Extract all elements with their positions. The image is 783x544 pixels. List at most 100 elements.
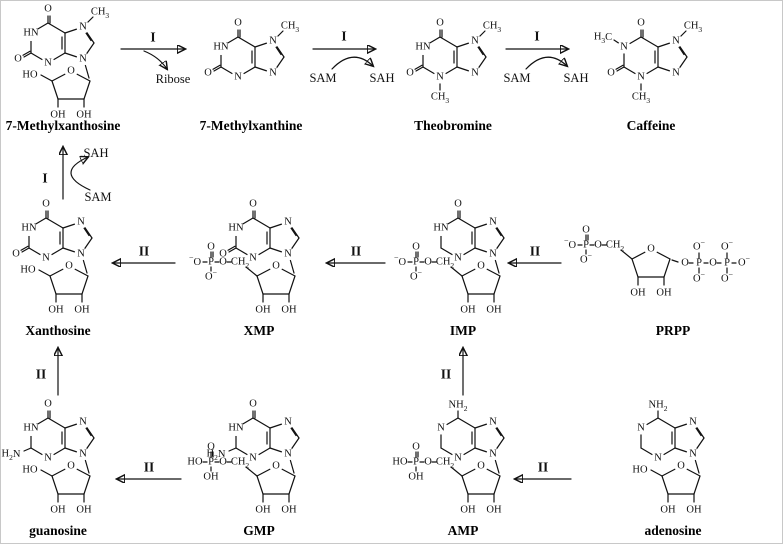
enzyme-label: II bbox=[351, 244, 362, 259]
enzyme-label: I bbox=[42, 171, 47, 186]
atom-bg bbox=[634, 70, 648, 84]
bond bbox=[83, 475, 91, 495]
atom-label-nh: HN bbox=[23, 423, 39, 434]
bond bbox=[493, 475, 501, 495]
atom-label-methyl: CH3 bbox=[91, 7, 110, 20]
atom-label-hydroxyl: OH bbox=[660, 505, 676, 516]
atom-bg bbox=[468, 34, 482, 48]
bond bbox=[245, 266, 258, 277]
bond bbox=[82, 258, 88, 274]
atom-label-nitrogen: N bbox=[284, 217, 292, 228]
atom-label-ring_o: O bbox=[647, 244, 655, 255]
atom-label-nh: HN bbox=[228, 223, 244, 234]
byproduct-label: Ribose bbox=[156, 72, 191, 86]
atom-bg bbox=[76, 20, 90, 34]
cofactor-sah-label: SAH bbox=[563, 71, 588, 85]
atom-bg bbox=[451, 451, 465, 465]
atom-label-nitrogen: N bbox=[77, 249, 85, 260]
bond bbox=[47, 417, 66, 429]
atom-label-nitrogen: N bbox=[436, 72, 444, 83]
bond bbox=[84, 63, 90, 79]
atom-label-minus_o: −O bbox=[189, 253, 202, 268]
atom-label-hydroxyl_left: HO bbox=[22, 70, 38, 81]
atom-bg bbox=[644, 242, 658, 256]
atom-bg bbox=[269, 259, 283, 273]
atom-label-hydroxyl: OH bbox=[486, 305, 502, 316]
atom-label-ch2: CH2 bbox=[436, 457, 455, 470]
atom-bg bbox=[674, 459, 688, 473]
bond bbox=[640, 36, 659, 48]
atom-label-nitrogen: N bbox=[284, 449, 292, 460]
atom-bg bbox=[634, 421, 648, 435]
atom-label-oxygen: O bbox=[42, 199, 50, 210]
atom-label-oxygen: O bbox=[412, 242, 420, 253]
compound-name-gmp: GMP bbox=[243, 523, 275, 538]
atom-label-oxygen: O bbox=[582, 225, 590, 236]
atom-label-nh: HN bbox=[21, 223, 37, 234]
atom-label-nitrogen: N bbox=[437, 423, 445, 434]
enzyme-label: II bbox=[139, 244, 150, 259]
atom-label-nitrogen: N bbox=[249, 453, 257, 464]
compound-name-xanthosine: Xanthosine bbox=[25, 323, 91, 338]
atom-label-oxygen: O bbox=[249, 199, 257, 210]
bond bbox=[457, 217, 476, 229]
bond bbox=[23, 447, 32, 452]
bond bbox=[228, 247, 237, 253]
bond bbox=[289, 258, 295, 274]
bond bbox=[461, 275, 469, 295]
atom-label-phosphorus: P bbox=[696, 258, 702, 269]
atom-bg bbox=[474, 459, 488, 473]
atom-label-nitrogen: N bbox=[269, 36, 277, 47]
atom-label-oxygen: O bbox=[454, 199, 462, 210]
bond bbox=[83, 80, 91, 100]
atom-label-oxygen: O bbox=[436, 18, 444, 29]
bond bbox=[631, 258, 639, 278]
atom-label-nitrogen: N bbox=[689, 449, 697, 460]
atom-label-hydroxyl: OH bbox=[255, 505, 271, 516]
byproduct-arrow bbox=[143, 50, 167, 69]
atom-bg bbox=[486, 247, 500, 261]
atom-label-nitrogen: N bbox=[284, 249, 292, 260]
atom-label-nh: HN bbox=[415, 42, 431, 53]
bond bbox=[212, 64, 221, 70]
atom-label-nitrogen: N bbox=[79, 54, 87, 65]
atom-label-nh: HN bbox=[213, 42, 229, 53]
bond bbox=[616, 66, 625, 72]
bond bbox=[415, 66, 424, 72]
atom-label-hydroxyl: OH bbox=[76, 110, 92, 121]
atom-label-hydroxyl: OH bbox=[460, 305, 476, 316]
atom-label-ring_o: O bbox=[477, 461, 485, 472]
atom-label-o_minus: O− bbox=[693, 238, 706, 253]
atom-bg bbox=[281, 447, 295, 461]
atom-bg bbox=[686, 415, 700, 429]
atom-label-phosphorus: P bbox=[583, 240, 589, 251]
atom-label-ring_o: O bbox=[477, 261, 485, 272]
atom-bg bbox=[23, 25, 39, 41]
enzyme-label: II bbox=[441, 367, 452, 382]
atom-label-nitrogen: N bbox=[620, 42, 628, 53]
atom-label-hydroxyl: OH bbox=[50, 110, 66, 121]
atom-bg bbox=[468, 66, 482, 80]
atom-label-ring_o: O bbox=[67, 461, 75, 472]
atom-label-amine: NH2 bbox=[649, 400, 668, 413]
atom-label-hydroxyl_left: HO bbox=[20, 265, 36, 276]
bond bbox=[213, 66, 222, 72]
atom-label-nitrogen: N bbox=[489, 417, 497, 428]
atom-label-ring_o: O bbox=[272, 261, 280, 272]
atom-bg bbox=[486, 415, 500, 429]
atom-label-oxygen: O bbox=[424, 457, 432, 468]
atom-label-nitrogen: N bbox=[489, 449, 497, 460]
bond bbox=[693, 475, 701, 495]
compound-name-theobromine: Theobromine bbox=[414, 118, 492, 133]
bond bbox=[20, 245, 29, 251]
atom-bg bbox=[76, 447, 90, 461]
atom-label-hydroxyl: OH bbox=[74, 305, 90, 316]
atom-label-nitrogen: N bbox=[284, 417, 292, 428]
atom-label-ch2: CH2 bbox=[231, 257, 250, 270]
atom-label-hydroxyl: OH bbox=[281, 305, 297, 316]
reaction-XMP-to-Xanthosine: II bbox=[113, 244, 176, 264]
